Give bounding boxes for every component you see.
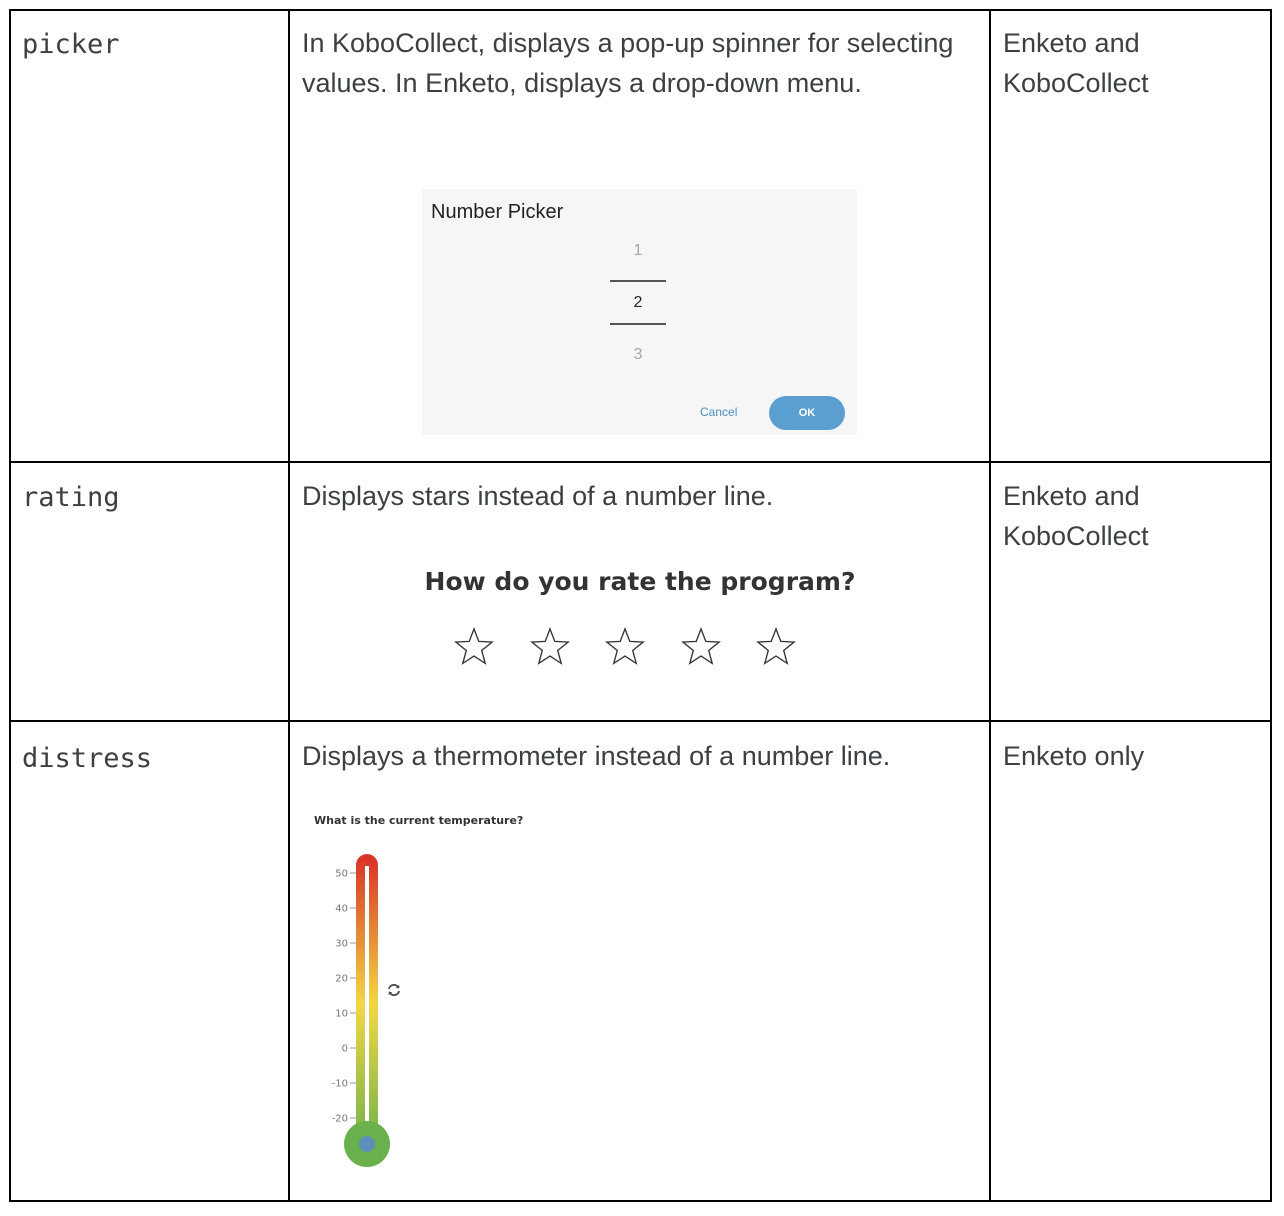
number-picker-dialog: Number Picker 1 2 3 Cancel OK xyxy=(422,189,857,435)
appearance-description: In KoboCollect, displays a pop-up spinne… xyxy=(302,28,954,98)
refresh-icon[interactable] xyxy=(386,982,402,998)
table-border-left xyxy=(9,9,11,1202)
tick-label: -10 xyxy=(332,1079,348,1090)
platform-support: Enketo only xyxy=(1003,741,1145,771)
row-divider xyxy=(9,720,1272,722)
tick-label: 20 xyxy=(335,974,348,985)
table-border-bottom xyxy=(9,1200,1272,1202)
table-border-top xyxy=(9,9,1272,11)
platform-support: Enketo and KoboCollect xyxy=(1003,481,1149,551)
picker-value[interactable]: 1 xyxy=(633,242,643,259)
appearance-name: distress xyxy=(22,743,153,774)
cancel-button[interactable]: Cancel xyxy=(700,405,738,419)
ok-button[interactable]: OK xyxy=(769,396,845,430)
star-icon[interactable] xyxy=(452,626,496,668)
thermometer-marker[interactable] xyxy=(359,1136,375,1152)
picker-title: Number Picker xyxy=(431,201,564,223)
picker-selection-line xyxy=(610,323,666,325)
table-border-right xyxy=(1270,9,1272,1202)
picker-value[interactable]: 3 xyxy=(633,346,643,363)
rating-question: How do you rate the program? xyxy=(424,567,856,596)
tick-label: 50 xyxy=(335,869,348,880)
thermometer-scale: 50 40 30 20 10 0 -10 -20 xyxy=(332,869,356,1125)
column-divider xyxy=(288,9,290,1202)
star-icon[interactable] xyxy=(754,626,798,668)
picker-selection-line xyxy=(610,280,666,282)
appearance-description: Displays stars instead of a number line. xyxy=(302,481,774,511)
platform-support: Enketo and KoboCollect xyxy=(1003,28,1149,98)
column-divider xyxy=(989,9,991,1202)
thermometer-question: What is the current temperature? xyxy=(314,814,524,827)
tick-label: 30 xyxy=(335,939,348,950)
star-icon[interactable] xyxy=(603,626,647,668)
star-icon[interactable] xyxy=(528,626,572,668)
tick-label: 0 xyxy=(342,1044,348,1055)
tick-label: -20 xyxy=(332,1114,348,1125)
row-divider xyxy=(9,461,1272,463)
thermometer-track xyxy=(365,866,369,1146)
appearance-name: rating xyxy=(22,482,120,513)
star-icon[interactable] xyxy=(679,626,723,668)
thermometer-widget[interactable]: 50 40 30 20 10 0 -10 -20 xyxy=(320,840,400,1180)
appearance-name: picker xyxy=(22,29,120,60)
picker-selected-value[interactable]: 2 xyxy=(633,294,643,311)
appearance-description: Displays a thermometer instead of a numb… xyxy=(302,741,891,771)
tick-label: 40 xyxy=(335,904,348,915)
tick-label: 10 xyxy=(335,1009,348,1020)
appearance-table: picker In KoboCollect, displays a pop-up… xyxy=(9,9,1272,1202)
